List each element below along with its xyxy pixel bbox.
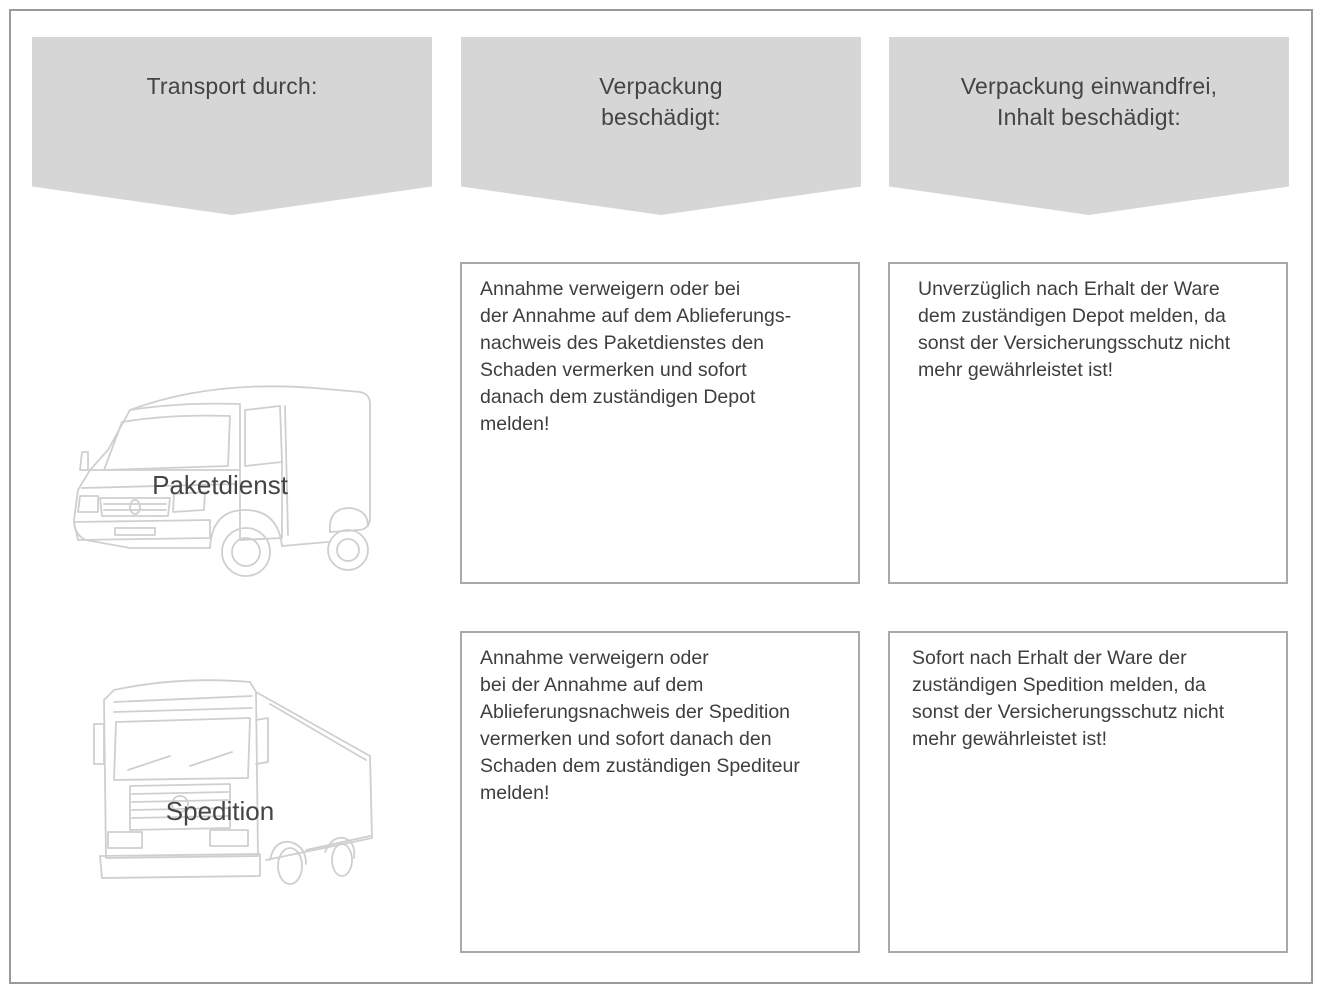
header-intact-packaging: Verpackung einwandfrei, Inhalt beschädig…: [889, 37, 1289, 215]
cell-spedition-damaged-packaging: Annahme verweigern oder bei der Annahme …: [460, 631, 860, 953]
van-icon: [73, 385, 371, 577]
vehicle-label: Paketdienst: [152, 470, 288, 500]
cell-text: Annahme verweigern oder bei der Annahme …: [480, 278, 792, 435]
vehicle-spedition: Spedition: [70, 660, 390, 900]
cell-paketdienst-intact-packaging: Unverzüglich nach Erhalt der Ware dem zu…: [888, 262, 1288, 584]
header-label: Verpackung beschädigt:: [599, 73, 723, 130]
header-damaged-packaging: Verpackung beschädigt:: [461, 37, 861, 215]
cell-text: Sofort nach Erhalt der Ware der zuständi…: [912, 647, 1225, 750]
header-transport: Transport durch:: [32, 37, 432, 215]
header-label: Verpackung einwandfrei, Inhalt beschädig…: [960, 73, 1218, 130]
vehicle-label: Spedition: [165, 796, 275, 826]
vehicle-paketdienst: Paketdienst: [60, 370, 380, 585]
truck-icon: [93, 679, 373, 885]
cell-paketdienst-damaged-packaging: Annahme verweigern oder bei der Annahme …: [460, 262, 860, 584]
cell-spedition-intact-packaging: Sofort nach Erhalt der Ware der zuständi…: [888, 631, 1288, 953]
header-label: Transport durch:: [146, 73, 318, 99]
cell-text: Annahme verweigern oder bei der Annahme …: [480, 647, 800, 804]
cell-text: Unverzüglich nach Erhalt der Ware dem zu…: [918, 278, 1231, 381]
